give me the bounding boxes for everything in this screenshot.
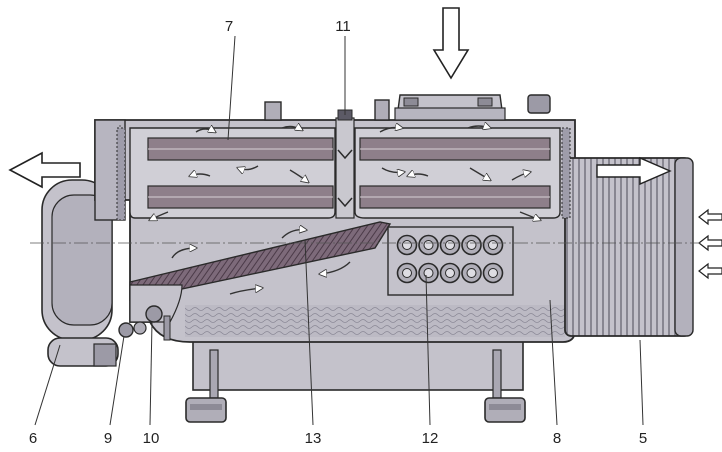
exhaust-filter-housing [564,157,694,337]
cooling-tube-bore [445,240,455,250]
callout-11: 11 [335,18,351,35]
flow-arrows [150,126,540,295]
cooling-tube-bore [488,268,498,278]
cooling-air-arrows [698,208,722,280]
flow-arrow [281,126,302,130]
rotor-bars [147,137,551,209]
cooling-tube-bore [466,268,477,278]
exhaust-arrow-right [596,156,672,186]
cooling-tube-bore [488,240,498,250]
flow-arrow [379,128,402,133]
flow-arrow [190,174,211,176]
top-fittings [264,94,551,121]
flow-arrow [511,172,530,181]
flow-arrow [229,288,262,295]
cooling-tube-bore [423,268,434,278]
callout-12: 12 [422,430,439,447]
flow-arrow [150,211,169,220]
center-valve [335,109,355,219]
oil-fittings [118,284,183,341]
callout-8: 8 [553,430,561,447]
flow-arrow [195,129,215,132]
exhaust-arrow-left [8,151,81,189]
cooling-tube-bore [445,268,455,278]
cooling-tube-bore [466,240,477,250]
pump-base [185,339,526,423]
flow-arrow [171,248,196,259]
flow-arrow [467,126,490,128]
flow-arrow [281,230,306,239]
flow-arrow [289,169,308,182]
cooling-tube-bore [402,268,412,278]
intake-arrow [432,7,470,80]
flow-arrow [238,165,259,170]
filter-elements [116,127,571,221]
cooling-tube-bore [423,240,434,250]
cooling-tube-bundle [387,226,514,296]
flow-arrow [519,211,540,220]
callout-7: 7 [225,18,233,35]
flow-arrow [381,167,404,173]
flow-arrow [408,174,429,176]
cooling-tube-bore [402,240,412,250]
flow-arrow [320,261,351,274]
callout-5: 5 [639,430,647,447]
callout-9: 9 [104,430,112,447]
callout-13: 13 [305,430,322,447]
flow-arrow [469,167,490,180]
callout-6: 6 [29,430,37,447]
callout-10: 10 [143,430,160,447]
leader-lines [34,35,644,426]
